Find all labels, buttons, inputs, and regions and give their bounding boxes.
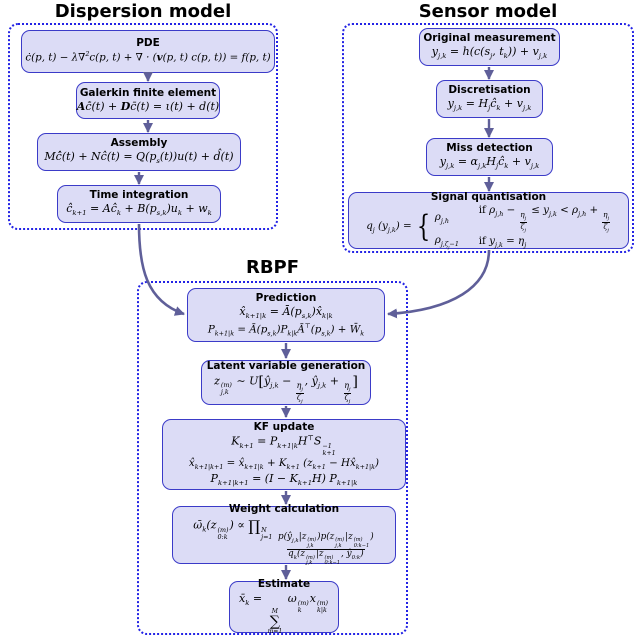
node-pde-formula: ċ(p, t) − λ∇2c(p, t) + ∇ · (v(p, t) c(p,… bbox=[25, 50, 271, 64]
node-kf-update-formula-3: Pk+1|k+1 = (I − Kk+1H) Pk+1|k bbox=[210, 471, 358, 487]
node-galerkin-header: Galerkin finite element bbox=[79, 86, 217, 99]
node-assembly: Assembly Mĉ̇(t) + Nĉ(t) = Q(ps(t))u(t) +… bbox=[37, 133, 241, 171]
dispersion-title: Dispersion model bbox=[54, 1, 232, 22]
node-weight-calculation-header: Weight calculation bbox=[228, 503, 340, 516]
node-prediction: Prediction x̂k+1|k = Ā(ps,k)x̂k|k Pk+1|k… bbox=[187, 288, 385, 342]
node-latent-variable-generation: Latent variable generation z(m)j,k ∼ U[ŷ… bbox=[201, 360, 371, 405]
node-lvg-header: Latent variable generation bbox=[206, 359, 366, 372]
node-galerkin-finite-element: Galerkin finite element Ac̄̇(t) + Dc̄(t)… bbox=[76, 82, 220, 119]
node-time-integration-header: Time integration bbox=[89, 189, 189, 202]
node-signal-quantisation-header: Signal quantisation bbox=[430, 190, 547, 203]
node-discretisation-header: Discretisation bbox=[448, 84, 531, 97]
node-kf-update-header: KF update bbox=[253, 421, 315, 434]
node-assembly-header: Assembly bbox=[110, 137, 168, 150]
node-discretisation-formula: yj,k = Hjĉk + vj,k bbox=[447, 97, 532, 113]
node-assembly-formula: Mĉ̇(t) + Nĉ(t) = Q(ps(t))u(t) + d̂(t) bbox=[44, 150, 234, 166]
node-time-integration: Time integration ĉk+1 = Aĉk + B(ps,k)uk … bbox=[57, 185, 221, 223]
rbpf-group-border bbox=[137, 281, 408, 635]
node-prediction-formula-1: x̂k+1|k = Ā(ps,k)x̂k|k bbox=[239, 305, 333, 321]
node-pde-header: PDE bbox=[136, 37, 160, 50]
node-estimate-header: Estimate bbox=[257, 578, 311, 591]
node-galerkin-formula: Ac̄̇(t) + Dc̄(t) = ι(t) + d(t) bbox=[76, 99, 220, 113]
node-pde: PDE ċ(p, t) − λ∇2c(p, t) + ∇ · (v(p, t) … bbox=[21, 30, 275, 73]
node-prediction-header: Prediction bbox=[255, 292, 317, 305]
sensor-title: Sensor model bbox=[418, 1, 558, 22]
rbpf-title: RBPF bbox=[245, 257, 300, 278]
node-miss-detection-header: Miss detection bbox=[446, 142, 533, 155]
node-miss-detection-formula: yj,k = αj,kHjĉk + vj,k bbox=[439, 155, 540, 171]
node-prediction-formula-2: Pk+1|k = Ā(ps,k)Pk|kĀ⊤(ps,k) + W̄k bbox=[207, 321, 365, 338]
node-original-measurement-header: Original measurement bbox=[423, 32, 556, 45]
node-original-measurement: Original measurement yj,k = h(c(sj, tk))… bbox=[419, 28, 560, 66]
node-miss-detection: Miss detection yj,k = αj,kHjĉk + vj,k bbox=[426, 138, 553, 176]
node-time-integration-formula: ĉk+1 = Aĉk + B(ps,k)uk + wk bbox=[66, 202, 212, 218]
node-discretisation: Discretisation yj,k = Hjĉk + vj,k bbox=[436, 80, 543, 118]
node-kf-update-formula-2: x̂k+1|k+1 = x̂k+1|k + Kk+1 (zk+1 − Hx̂k+… bbox=[188, 456, 380, 471]
node-original-measurement-formula: yj,k = h(c(sj, tk)) + vj,k bbox=[431, 45, 548, 61]
